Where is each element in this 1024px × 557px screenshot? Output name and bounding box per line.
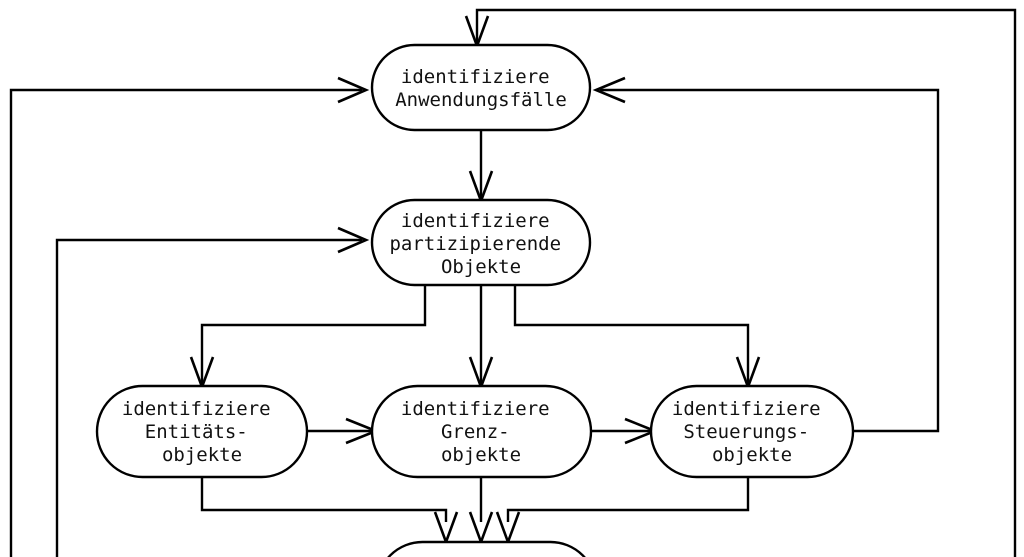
node-label-line: objekte [712,444,792,466]
node-label-line: objekte [162,444,242,466]
edge-control-to-bottom [506,477,750,522]
edge-feedback-left-outer [9,88,362,557]
edge-participating-to-control [513,285,750,386]
node-label-line: Entitäts- [145,421,248,443]
node-label-control-objects: identifiziere Steuerungs- objekte [672,398,832,466]
node-label-line: identifiziere [122,398,271,420]
node-label-entity-objects: identifiziere Entitäts- objekte [122,398,282,466]
edges-layer [9,8,1017,557]
node-label-line: Grenz- [441,421,510,443]
arrowhead-into-use-cases-right [592,76,626,104]
edge-feedback-top-right [475,8,1017,557]
node-shape-boundary-objects [370,384,593,479]
edge-participating-to-entity [200,285,427,386]
node-label-participating-objects: identifiziere partizipierende Objekte [389,210,572,278]
node-identifiziere-grenzobjekte[interactable]: identifiziere Grenz- objekte [370,384,593,479]
node-identifiziere-steuerungsobjekte[interactable]: identifiziere Steuerungs- objekte [649,384,855,479]
nodes-layer: identifiziere Anwendungsfälle identifizi… [95,43,855,557]
node-label-line: partizipierende [389,233,561,255]
node-label-line: Anwendungsfälle [395,89,567,111]
node-label-boundary-objects: identifiziere Grenz- objekte [401,398,561,466]
node-identifiziere-entitaetsobjekte[interactable]: identifiziere Entitäts- objekte [95,384,309,479]
node-label-line: identifiziere [401,210,550,232]
node-shape-bottom-cropped [387,540,586,557]
node-label-line: objekte [441,444,521,466]
edge-entity-to-bottom [200,477,448,522]
node-bottom-cropped[interactable] [377,540,596,557]
node-identifiziere-partizipierende-objekte[interactable]: identifiziere partizipierende Objekte [370,198,592,287]
arrowhead-into-use-cases-left [337,76,370,104]
node-identifiziere-anwendungsfaelle[interactable]: identifiziere Anwendungsfälle [370,43,592,132]
node-label-line: identifiziere [672,398,821,420]
node-label-line: identifiziere [401,66,550,88]
node-label-line: identifiziere [401,398,550,420]
arrowhead-into-participating-left [337,226,370,254]
node-shape-use-cases [370,43,592,132]
node-label-line: Objekte [441,256,521,278]
edge-feedback-left-inner [55,238,362,557]
node-shape-entity-objects [95,384,309,479]
edge-control-to-use-cases [600,88,940,433]
node-label-use-cases: identifiziere Anwendungsfälle [395,66,567,111]
node-shape-participating-objects [370,198,592,287]
node-label-line: Steuerungs- [683,421,809,443]
node-shape-control-objects [649,384,855,479]
